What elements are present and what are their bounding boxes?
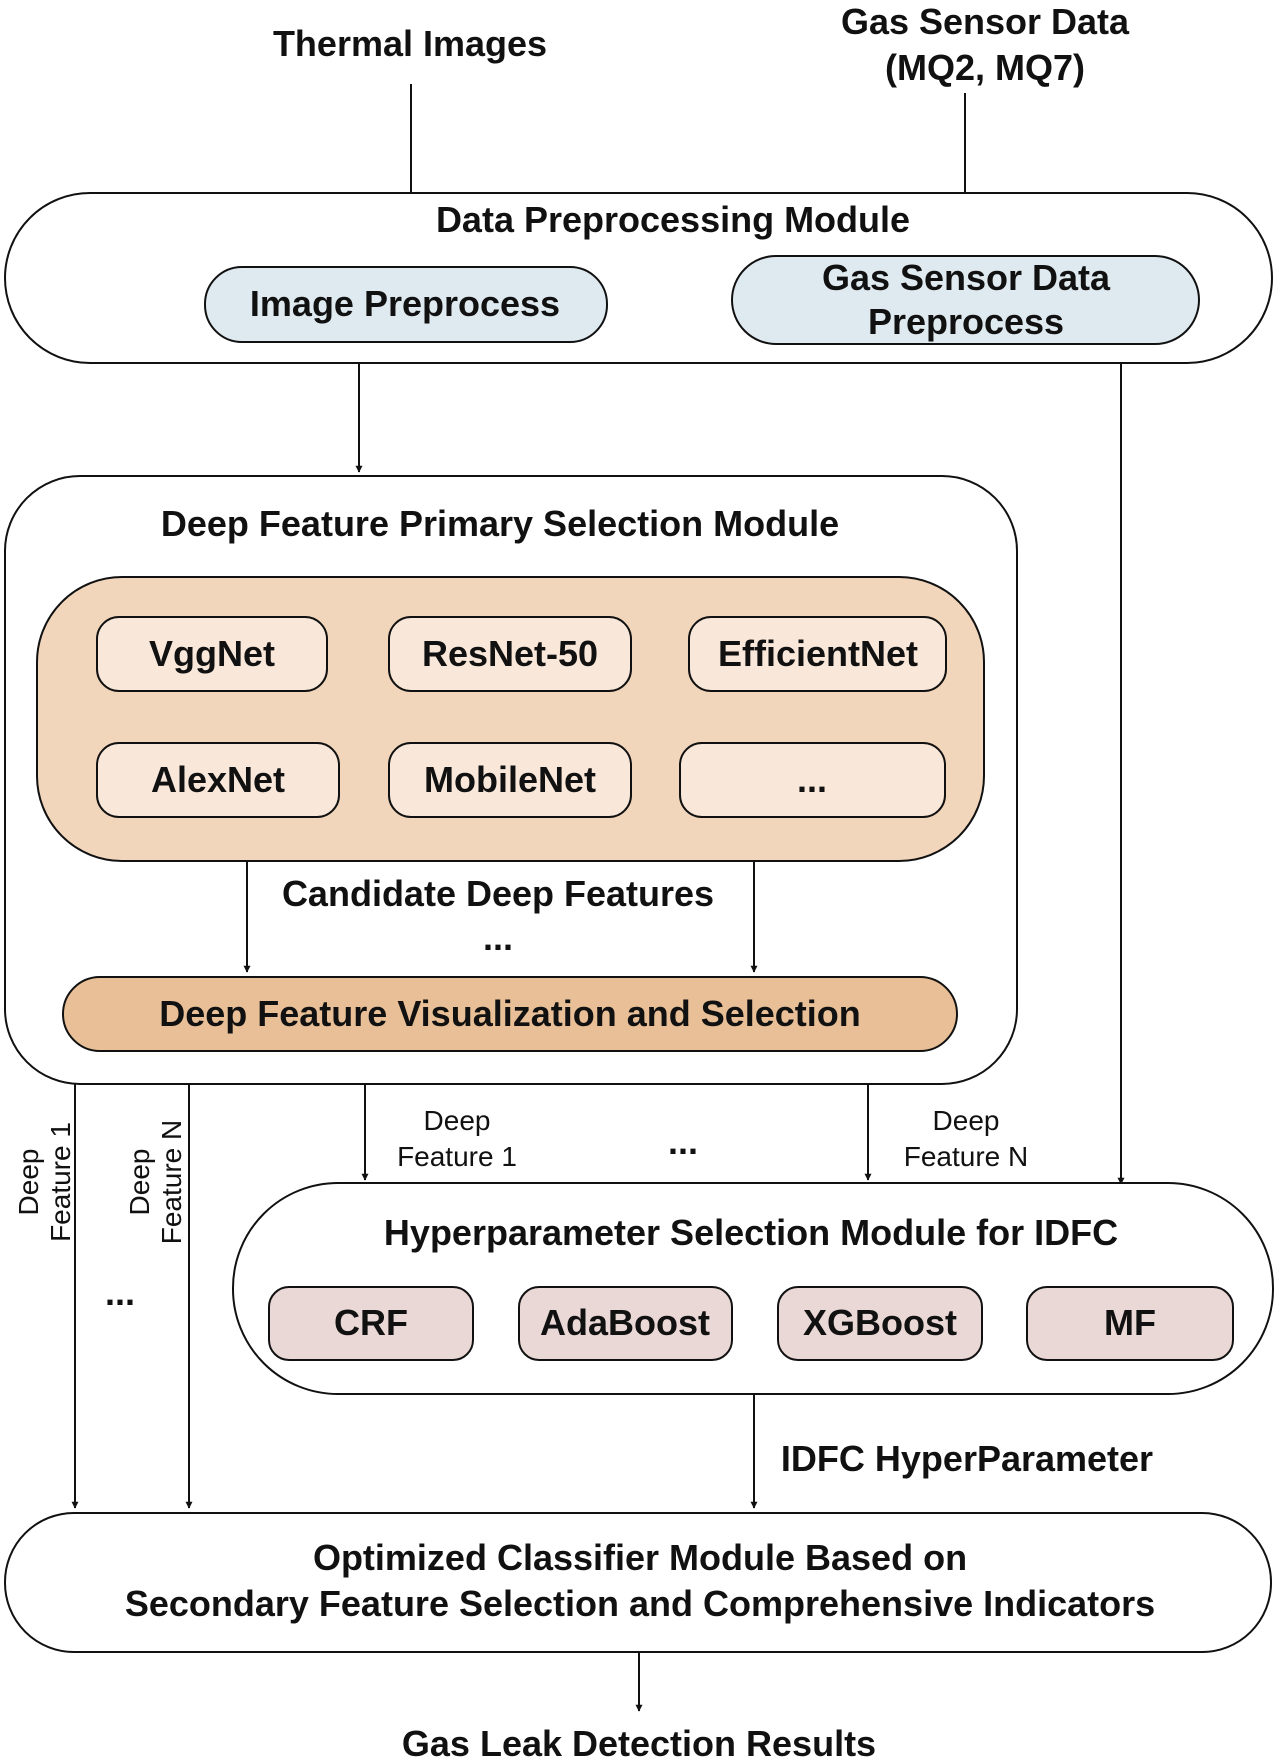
hyperparameter-title: Hyperparameter Selection Module for IDFC xyxy=(384,1212,1118,1253)
model-box-alexnet xyxy=(96,742,340,818)
gas-sensor-preprocess-box xyxy=(731,255,1200,345)
primary-selection-title: Deep Feature Primary Selection Module xyxy=(161,503,839,544)
svg-text:Deep: Deep xyxy=(13,1149,44,1216)
mid-feature-n-line1: Deep xyxy=(933,1105,1000,1136)
hyper-item-xgboost xyxy=(777,1286,983,1361)
model-label-vggnet: VggNet xyxy=(149,633,275,674)
gas-sensor-preprocess-line2: Preprocess xyxy=(868,301,1064,342)
hyper-label-crf: CRF xyxy=(334,1302,408,1343)
model-label-alexnet: AlexNet xyxy=(151,759,285,800)
mid-feature-1-line2: Feature 1 xyxy=(397,1141,517,1172)
hyper-label-adaboost: AdaBoost xyxy=(540,1302,710,1343)
classifier-line2: Secondary Feature Selection and Comprehe… xyxy=(125,1583,1155,1624)
svg-text:Deep: Deep xyxy=(124,1149,155,1216)
image-preprocess-box xyxy=(204,266,608,343)
classifier-line1: Optimized Classifier Module Based on xyxy=(313,1537,967,1578)
model-box-vggnet xyxy=(96,616,328,692)
visualization-selection-box xyxy=(62,976,958,1052)
hyper-label-xgboost: XGBoost xyxy=(803,1302,957,1343)
input-thermal-images: Thermal Images xyxy=(273,23,547,64)
left-feature-1-label: Deep Feature 1 xyxy=(13,1122,76,1242)
gas-leak-detection-results: Gas Leak Detection Results xyxy=(402,1723,876,1760)
model-label-more: ... xyxy=(797,759,827,800)
svg-text:Feature N: Feature N xyxy=(156,1120,187,1245)
gas-sensor-preprocess-line1: Gas Sensor Data xyxy=(822,257,1111,298)
model-box-mobilenet xyxy=(388,742,632,818)
model-box-more xyxy=(679,742,946,818)
mid-feature-n-line2: Feature N xyxy=(904,1141,1029,1172)
hyper-label-mf: MF xyxy=(1104,1302,1156,1343)
visualization-selection-label: Deep Feature Visualization and Selection xyxy=(159,993,861,1034)
mid-feature-ellipsis: ... xyxy=(668,1121,698,1162)
data-preprocessing-title: Data Preprocessing Module xyxy=(436,199,910,240)
mid-feature-1-line1: Deep xyxy=(424,1105,491,1136)
left-feature-n-label: Deep Feature N xyxy=(124,1120,187,1245)
input-gas-sensor-line1: Gas Sensor Data xyxy=(841,1,1130,42)
model-box-resnet50 xyxy=(388,616,632,692)
left-feature-ellipsis: ... xyxy=(105,1272,135,1313)
candidate-ellipsis: ... xyxy=(483,917,513,958)
hyper-item-adaboost xyxy=(518,1286,733,1361)
image-preprocess-label: Image Preprocess xyxy=(250,283,560,324)
hyper-item-mf xyxy=(1026,1286,1234,1361)
hyper-item-crf xyxy=(268,1286,474,1361)
model-label-mobilenet: MobileNet xyxy=(424,759,596,800)
model-box-efficientnet xyxy=(688,616,947,692)
input-gas-sensor-line2: (MQ2, MQ7) xyxy=(885,47,1085,88)
idfc-hyperparameter-label: IDFC HyperParameter xyxy=(781,1438,1153,1479)
model-label-efficientnet: EfficientNet xyxy=(718,633,918,674)
candidate-deep-features-label: Candidate Deep Features xyxy=(282,873,714,914)
svg-text:Feature 1: Feature 1 xyxy=(45,1122,76,1242)
model-label-resnet50: ResNet-50 xyxy=(422,633,598,674)
